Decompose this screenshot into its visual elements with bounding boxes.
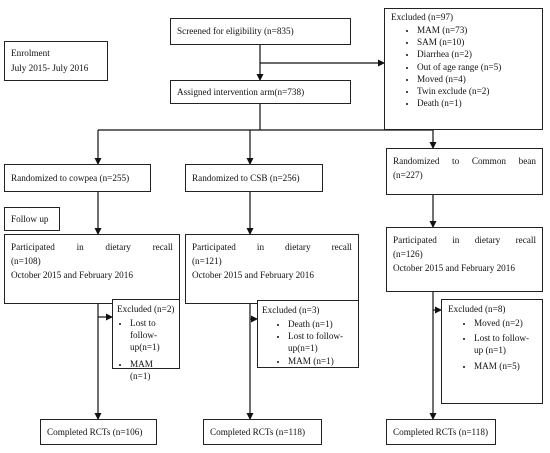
completed-cowpea-text: Completed RCTs (n=106) [47, 426, 143, 437]
list-item: Lost to follow-up(n=1) [288, 330, 354, 354]
recall-cowpea-period: October 2015 and February 2016 [11, 270, 133, 281]
randomized-csb-box: Randomized to CSB (n=256) [185, 164, 323, 192]
list-item: Moved (n=2) [474, 317, 536, 329]
recall-cowpea-n: (n=108) [11, 256, 41, 267]
word: Participated [393, 235, 437, 245]
enrolment-box: Enrolment July 2015- July 2016 [4, 41, 108, 81]
word: in [76, 242, 84, 252]
enrolment-label: Enrolment [11, 48, 50, 58]
list-item: Diarrhea (n=2) [417, 48, 536, 60]
recall-bean-line: Participated in dietary recall [393, 234, 536, 246]
word: in [256, 242, 265, 252]
list-item: MAM (n=5) [474, 360, 536, 372]
excluded-bean-list: Moved (n=2) Lost to follow-up (n=1) MAM … [448, 317, 536, 372]
recall-csb-box: Participated in dietary recall (n=121) O… [185, 234, 359, 304]
list-item: MAM (n=1) [288, 355, 354, 367]
excluded-cowpea-title: Excluded (n=2) [117, 304, 175, 314]
screened-text: Screened for eligibility (n=835) [177, 26, 294, 37]
word: dietary [105, 242, 131, 252]
list-item: Moved (n=4) [417, 73, 536, 85]
word: dietary [474, 235, 501, 245]
excluded-cowpea-list: Lost to follow-up(n=1) MAM (n=1) [117, 317, 175, 382]
recall-bean-box: Participated in dietary recall (n=126) O… [386, 227, 543, 292]
word: in [452, 235, 460, 245]
randomized-cowpea-box: Randomized to cowpea (n=255) [4, 164, 151, 192]
list-item: Death (n=1) [288, 318, 354, 330]
recall-cowpea-line: Participated in dietary recall [11, 241, 173, 253]
screened-box: Screened for eligibility (n=835) [170, 18, 351, 45]
excluded-top-list: MAM (n=73) SAM (n=10) Diarrhea (n=2) Out… [391, 24, 536, 109]
list-item: SAM (n=10) [417, 36, 536, 48]
word: Randomized [393, 156, 440, 166]
follow-up-box: Follow up [4, 207, 60, 231]
randomized-cowpea-text: Randomized to cowpea (n=255) [11, 172, 130, 183]
excluded-bean-title: Excluded (n=8) [448, 304, 506, 314]
recall-csb-line: Participated in dietary recall [192, 241, 352, 253]
recall-csb-period: October 2015 and February 2016 [192, 270, 314, 281]
completed-cowpea-box: Completed RCTs (n=106) [40, 419, 157, 445]
excluded-csb-box: Excluded (n=3) Death (n=1) Lost to follo… [257, 300, 359, 368]
excluded-top-box: Excluded (n=97) MAM (n=73) SAM (n=10) Di… [384, 8, 543, 130]
recall-bean-period: October 2015 and February 2016 [393, 263, 515, 274]
list-item: MAM (n=73) [417, 24, 536, 36]
recall-cowpea-box: Participated in dietary recall (n=108) O… [4, 234, 180, 304]
list-item: MAM (n=1) [130, 358, 175, 382]
word: to [452, 156, 460, 166]
list-item: Twin exclude (n=2) [417, 85, 536, 97]
randomized-bean-line: Randomized to Common bean [393, 155, 536, 167]
assigned-text: Assigned intervention arm(n=738) [177, 86, 305, 97]
list-item: Death (n=1) [417, 97, 536, 109]
excluded-csb-list: Death (n=1) Lost to follow-up(n=1) MAM (… [262, 318, 354, 367]
list-item: Lost to follow-up (n=1) [474, 332, 536, 356]
word: dietary [285, 242, 311, 252]
word: Participated [192, 242, 236, 252]
randomized-bean-n: (n=227) [393, 170, 423, 181]
list-item: Lost to follow-up(n=1) [130, 317, 175, 353]
randomized-csb-text: Randomized to CSB (n=256) [192, 172, 300, 183]
follow-up-label: Follow up [11, 213, 49, 224]
list-item: Out of age range (n=5) [417, 61, 536, 73]
recall-csb-n: (n=121) [192, 256, 222, 267]
assigned-box: Assigned intervention arm(n=738) [170, 80, 351, 104]
randomized-bean-box: Randomized to Common bean (n=227) [386, 148, 543, 195]
enrolment-period: July 2015- July 2016 [11, 63, 89, 74]
excluded-bean-box: Excluded (n=8) Moved (n=2) Lost to follo… [441, 299, 543, 404]
word: Common [471, 156, 507, 166]
completed-bean-text: Completed RCTs (n=118) [393, 426, 489, 437]
completed-csb-box: Completed RCTs (n=118) [203, 419, 322, 445]
excluded-top-title: Excluded (n=97) [391, 12, 454, 22]
completed-csb-text: Completed RCTs (n=118) [210, 426, 306, 437]
excluded-cowpea-box: Excluded (n=2) Lost to follow-up(n=1) MA… [112, 299, 180, 381]
word: recall [152, 242, 173, 252]
word: Participated [11, 242, 55, 252]
word: recall [515, 235, 536, 245]
completed-bean-box: Completed RCTs (n=118) [386, 419, 496, 445]
word: bean [518, 156, 536, 166]
excluded-csb-title: Excluded (n=3) [262, 305, 320, 315]
word: recall [331, 242, 352, 252]
recall-bean-n: (n=126) [393, 249, 423, 260]
